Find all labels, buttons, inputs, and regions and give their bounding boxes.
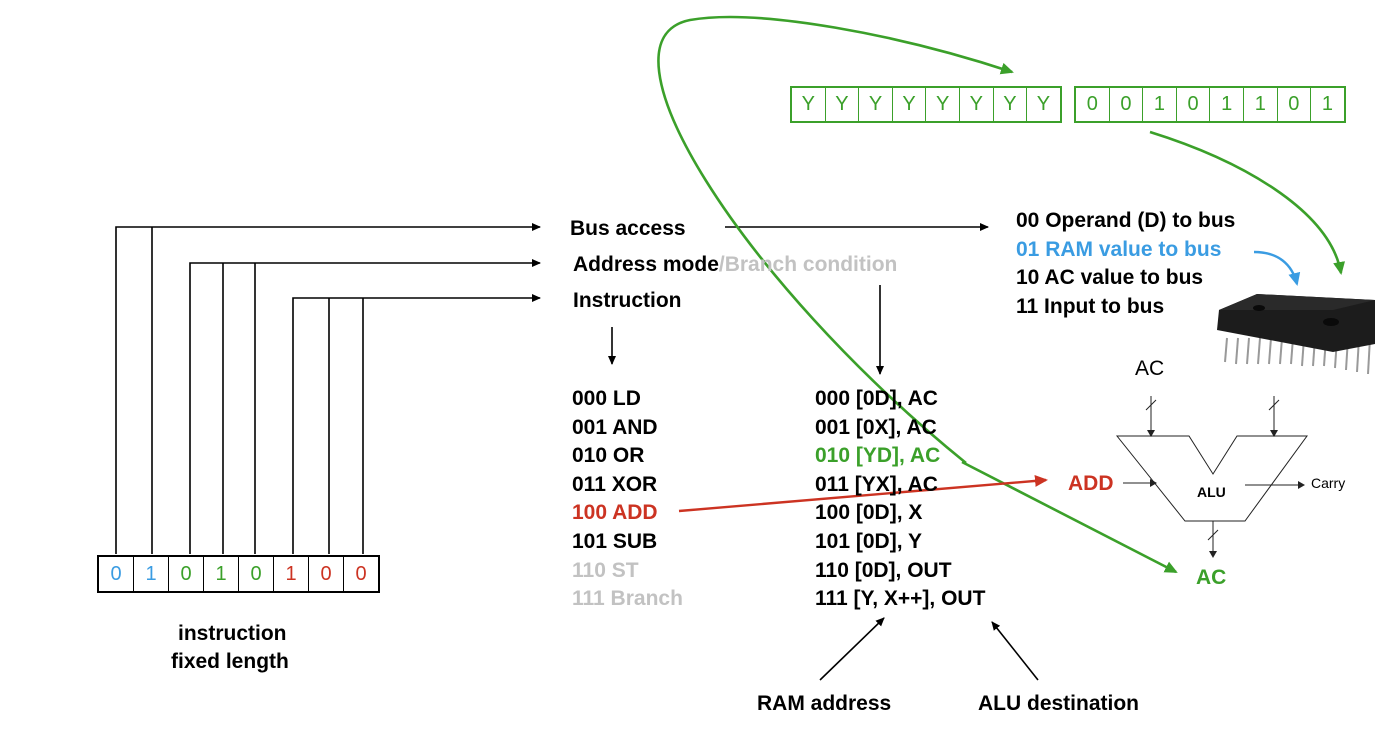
instruction-caption-line2: fixed length: [171, 650, 289, 673]
opcode-item: 010 OR: [572, 444, 645, 468]
bus-option-item: 10 AC value to bus: [1016, 266, 1204, 290]
address-word-bit-cell: 1: [1210, 88, 1244, 121]
address-word-bit-cell: Y: [826, 88, 860, 121]
bus-options-list: 00 Operand (D) to bus 01 RAM value to bus…: [1016, 207, 1235, 321]
bus-option-item: 11 Input to bus: [1016, 294, 1165, 318]
mode-item: 000 [0D], AC: [815, 387, 938, 410]
alu-input-label: AC: [1135, 357, 1165, 380]
instruction-bit-cell: 0: [309, 557, 344, 591]
address-word-bit-cell: 0: [1110, 88, 1144, 121]
mode-list: 000 [0D], AC 001 [0X], AC 010 [YD], AC 011 …: [815, 385, 985, 614]
address-word-bit-cell: 0: [1076, 88, 1110, 121]
ram-chip-image: [1217, 294, 1375, 375]
instruction-bit-cell: 0: [239, 557, 274, 591]
mode-item: 110 [0D], OUT: [815, 558, 952, 582]
opcode-item: 000 LD: [572, 387, 641, 410]
address-word-bit-cell: 1: [1143, 88, 1177, 121]
opcode-item: 110 ST: [572, 558, 639, 582]
opcode-item: 001 AND: [572, 415, 658, 439]
mode-item: 101 [0D], Y: [815, 529, 922, 553]
mode-item: 001 [0X], AC: [815, 415, 937, 439]
address-word-bit-cell: 0: [1177, 88, 1211, 121]
address-word-bit-cell: Y: [1036, 93, 1051, 115]
mode-item: 111 [Y, X++], OUT: [815, 587, 986, 611]
branch-condition-text: /Branch condition: [718, 253, 898, 276]
alu-carry-label: Carry: [1311, 475, 1346, 491]
address-word-bit-cell: 1: [1321, 93, 1334, 115]
address-mode-text: Address mode: [573, 253, 719, 276]
instruction-bit-cell: 1: [274, 557, 309, 591]
address-word-bit-cell: Y: [926, 88, 960, 121]
instruction-bit-cell: 0: [355, 563, 367, 585]
opcode-list: 000 LD 001 AND 010 OR 011 XOR 100 ADD 101 SUB…: [572, 385, 683, 614]
address-word-bit-cell: Y: [859, 88, 893, 121]
address-word-bit-cell: Y: [792, 88, 826, 121]
alu-destination-label: ALU destination: [978, 692, 1139, 715]
address-word-bit-cell: 1: [1244, 88, 1278, 121]
instruction-label: Instruction: [573, 289, 682, 312]
opcode-item: 111 Branch: [572, 587, 683, 611]
alu-name-label: ALU: [1197, 484, 1226, 500]
alu-shape: [1115, 396, 1308, 556]
address-mode-label: Address mode/Branch condition: [573, 254, 897, 275]
instruction-bit-cell: 0: [169, 557, 204, 591]
address-word-bit-cell: Y: [893, 88, 927, 121]
alu-op-label: ADD: [1068, 472, 1114, 495]
instruction-bit-cell: 1: [134, 557, 169, 591]
mode-item: 011 [YX], AC: [815, 472, 938, 496]
opcode-item: 101 SUB: [572, 529, 658, 553]
mode-item: 010 [YD], AC: [815, 444, 941, 468]
opcode-item: 100 ADD: [572, 501, 658, 525]
instruction-bit-cell: 0: [99, 557, 134, 591]
address-word-bit-cell: Y: [960, 88, 994, 121]
ram-address-label: RAM address: [757, 692, 892, 715]
bus-option-item: 01 RAM value to bus: [1016, 237, 1222, 261]
mode-item: 100 [0D], X: [815, 501, 923, 525]
opcode-item: 011 XOR: [572, 472, 658, 496]
alu-dest-label: AC: [1196, 566, 1227, 589]
instruction-bit-cell: 1: [204, 557, 239, 591]
bus-option-item: 00 Operand (D) to bus: [1016, 209, 1236, 232]
address-word-bit-cell: Y: [994, 88, 1028, 121]
address-word-bit-cell: 0: [1278, 88, 1312, 121]
bus-access-label: Bus access: [570, 217, 686, 240]
instruction-caption-line1: instruction: [178, 622, 287, 645]
